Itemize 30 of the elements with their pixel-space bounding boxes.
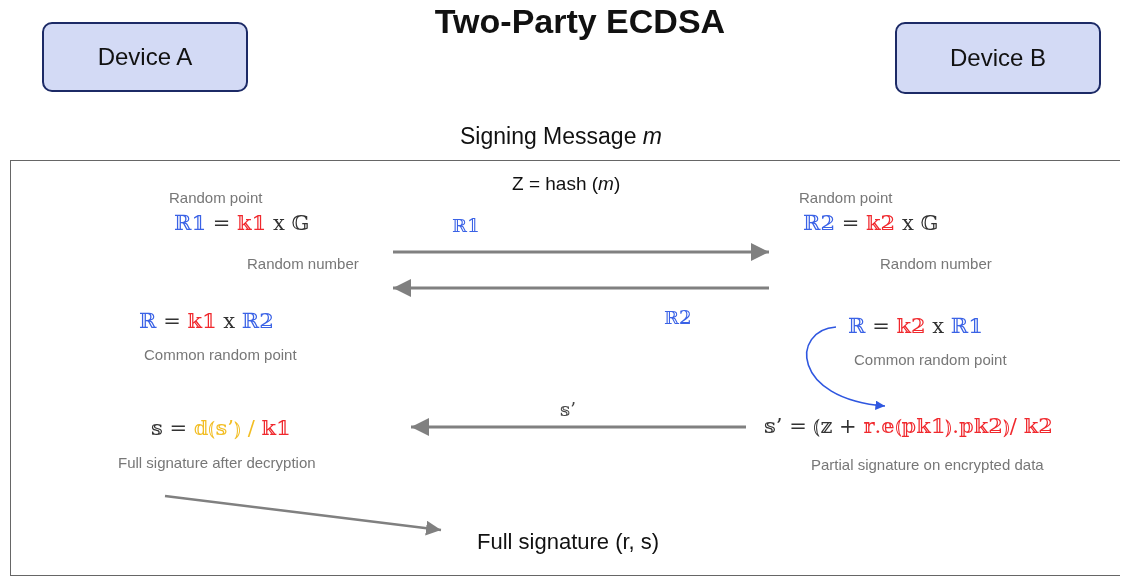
formula: ℝ = 𝕜𝟙 x ℝ𝟚 — [139, 309, 274, 333]
device-label: Device A — [97, 43, 193, 71]
device-box — [42, 22, 248, 92]
formula: 𝕤 = 𝕕⦅𝕤’⦆ / 𝕜𝟙 — [151, 416, 291, 440]
diagram-title: Two-Party ECDSA — [433, 2, 727, 41]
arrow — [164, 494, 442, 536]
arrow — [805, 326, 886, 410]
formula: 𝕤’ = ⦅𝕫 + 𝕣.𝕖⦅𝕡𝕜𝟙⦆.𝕡𝕜𝟚⦆/ 𝕜𝟚 — [764, 414, 1053, 438]
device-label: Device B — [949, 44, 1046, 72]
formula: ℝ = 𝕜𝟚 x ℝ𝟙 — [848, 314, 983, 338]
edge-label: ℝ𝟚 — [664, 307, 692, 328]
node-label: Random number — [247, 255, 359, 272]
result-label: Full signature (r, s) — [477, 529, 660, 555]
node-label: Random number — [880, 255, 992, 272]
arrow — [411, 418, 746, 436]
formula-text: Z = hash (m) — [512, 173, 621, 195]
formula: ℝ𝟙 = 𝕜𝟙 x 𝔾 — [174, 211, 310, 235]
node-label: Full signature after decryption — [118, 454, 316, 471]
node-label: Common random point — [144, 346, 297, 363]
node-label: Random point — [799, 189, 893, 206]
formula: ℝ𝟚 = 𝕜𝟚 x 𝔾 — [803, 211, 939, 235]
node-label: Partial signature on encrypted data — [811, 456, 1044, 473]
arrow — [393, 279, 769, 297]
edge-label: ℝ𝟙 — [452, 215, 480, 236]
device-box — [895, 22, 1101, 94]
arrow — [393, 243, 769, 261]
frame-heading: Signing Message m — [459, 123, 663, 150]
edge-label: 𝕤’ — [560, 399, 576, 420]
node-label: Common random point — [854, 351, 1007, 368]
node-label: Random point — [169, 189, 263, 206]
